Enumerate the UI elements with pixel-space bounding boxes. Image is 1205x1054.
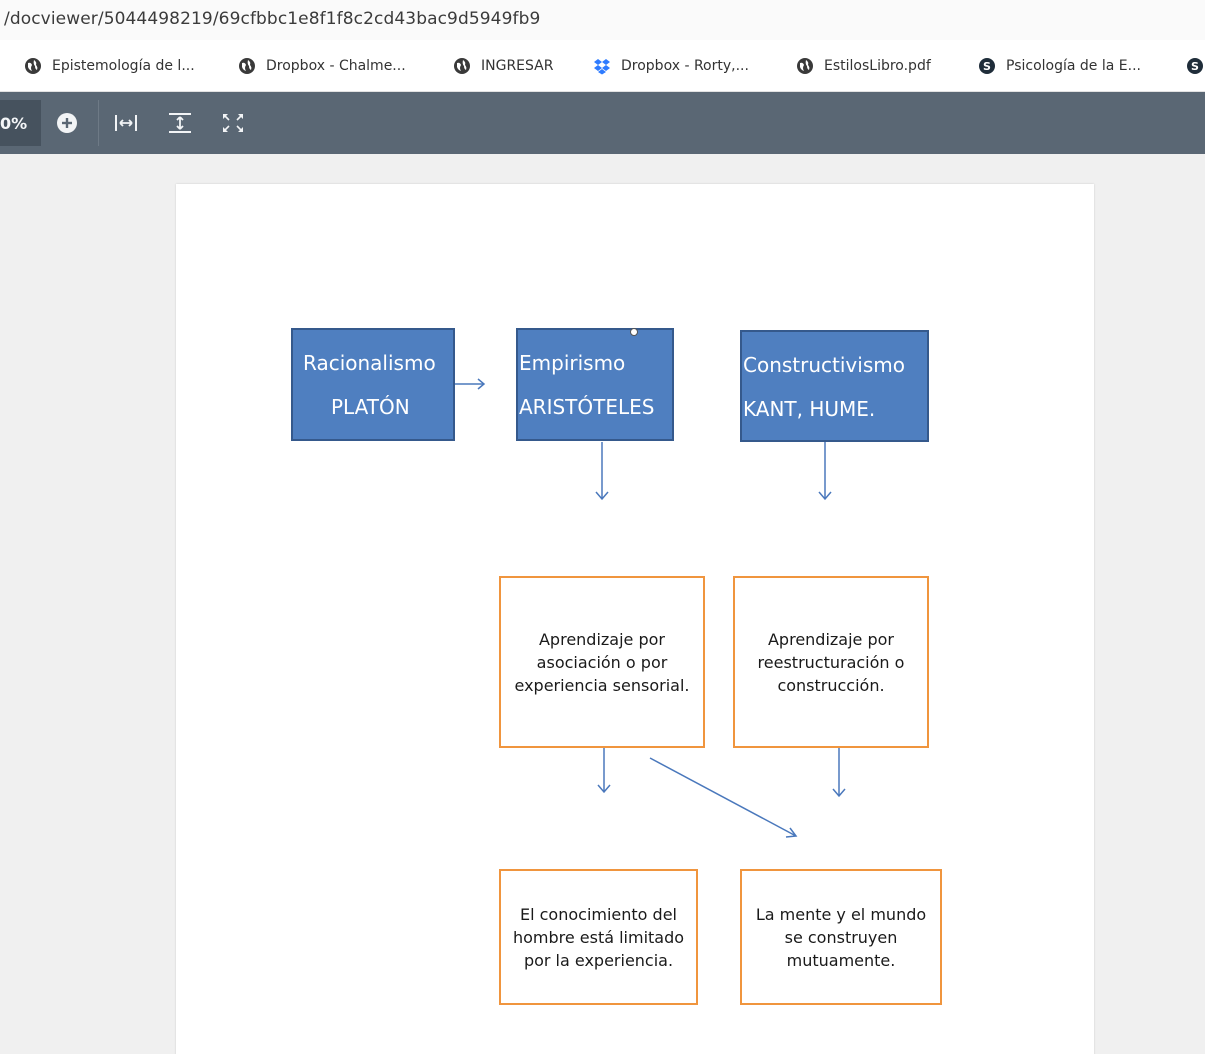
zoom-in-icon [57, 113, 77, 133]
zoom-in-button[interactable] [52, 109, 82, 137]
fit-width-icon [115, 115, 137, 131]
dropbox-icon [594, 59, 610, 75]
zoom-level-display[interactable]: 0% [0, 100, 41, 146]
bookmark-psicologia[interactable]: S Psicología de la E... [978, 56, 1141, 76]
globe-icon [797, 58, 813, 74]
bookmark-label: EstilosLibro.pdf [824, 58, 931, 74]
document-page: Racionalismo PLATÓN Empirismo ARISTÓTELE… [176, 184, 1094, 1054]
document-viewer[interactable]: Racionalismo PLATÓN Empirismo ARISTÓTELE… [0, 154, 1205, 1054]
scribd-icon: S [1187, 58, 1203, 74]
box-mente-mundo: La mente y el mundo se construyen mutuam… [740, 869, 942, 1005]
box-title: Constructivismo [743, 353, 905, 377]
box-aprendizaje-asociacion: Aprendizaje por asociación o por experie… [499, 576, 705, 748]
arrow-racionalismo-to-empirismo [455, 378, 486, 390]
bookmark-dropbox-chalmers[interactable]: Dropbox - Chalme... [238, 56, 406, 76]
box-constructivismo: Constructivismo KANT, HUME. [740, 330, 929, 442]
arrow-constructivismo-down [818, 442, 832, 501]
bookmark-label: Psicología de la E... [1006, 58, 1141, 74]
fullscreen-icon [223, 114, 243, 132]
selection-handle[interactable] [630, 328, 638, 336]
bookmarks-bar: Epistemología de l... Dropbox - Chalme..… [0, 40, 1205, 92]
bookmark-estiloslibro[interactable]: EstilosLibro.pdf [796, 56, 931, 76]
bookmark-label: INGRESAR [481, 58, 554, 74]
box-empirismo: Empirismo ARISTÓTELES [516, 328, 674, 441]
scribd-icon: S [979, 58, 995, 74]
globe-icon [239, 58, 255, 74]
bookmark-ingresar[interactable]: INGRESAR [453, 56, 553, 76]
svg-text:S: S [983, 60, 991, 73]
box-title: Racionalismo [303, 351, 436, 375]
globe-icon [454, 58, 470, 74]
fullscreen-button[interactable] [218, 109, 248, 137]
bookmark-label: Epistemología de l... [52, 58, 195, 74]
box-racionalismo: Racionalismo PLATÓN [291, 328, 455, 441]
arrow-asociacion-diagonal [649, 757, 798, 838]
fit-page-icon [169, 113, 191, 133]
bookmark-label: Dropbox - Chalme... [266, 58, 406, 74]
viewer-toolbar: 0% [0, 92, 1205, 154]
address-bar[interactable]: /docviewer/5044498219/69cfbbc1e8f1f8c2cd… [0, 0, 1205, 40]
globe-icon [25, 58, 41, 74]
fit-page-button[interactable] [165, 109, 195, 137]
zoom-level-text: 0% [0, 114, 28, 133]
svg-text:S: S [1191, 60, 1199, 73]
bookmark-epistemologia[interactable]: Epistemología de l... [24, 56, 195, 76]
box-aprendizaje-reestructuracion: Aprendizaje por reestructuración o const… [733, 576, 929, 748]
box-author: PLATÓN [331, 395, 410, 419]
arrow-empirismo-down [595, 442, 609, 501]
bookmark-label: Dropbox - Rorty,... [621, 58, 749, 74]
box-title: Empirismo [519, 351, 626, 375]
bookmark-overflow[interactable]: S [1186, 56, 1205, 76]
toolbar-divider [98, 100, 99, 146]
url-text[interactable]: /docviewer/5044498219/69cfbbc1e8f1f8c2cd… [4, 9, 541, 29]
box-author: ARISTÓTELES [519, 395, 655, 419]
box-conocimiento-limitado: El conocimiento del hombre está limitado… [499, 869, 698, 1005]
fit-width-button[interactable] [111, 109, 141, 137]
bookmark-dropbox-rorty[interactable]: Dropbox - Rorty,... [593, 56, 749, 76]
box-author: KANT, HUME. [743, 397, 876, 421]
